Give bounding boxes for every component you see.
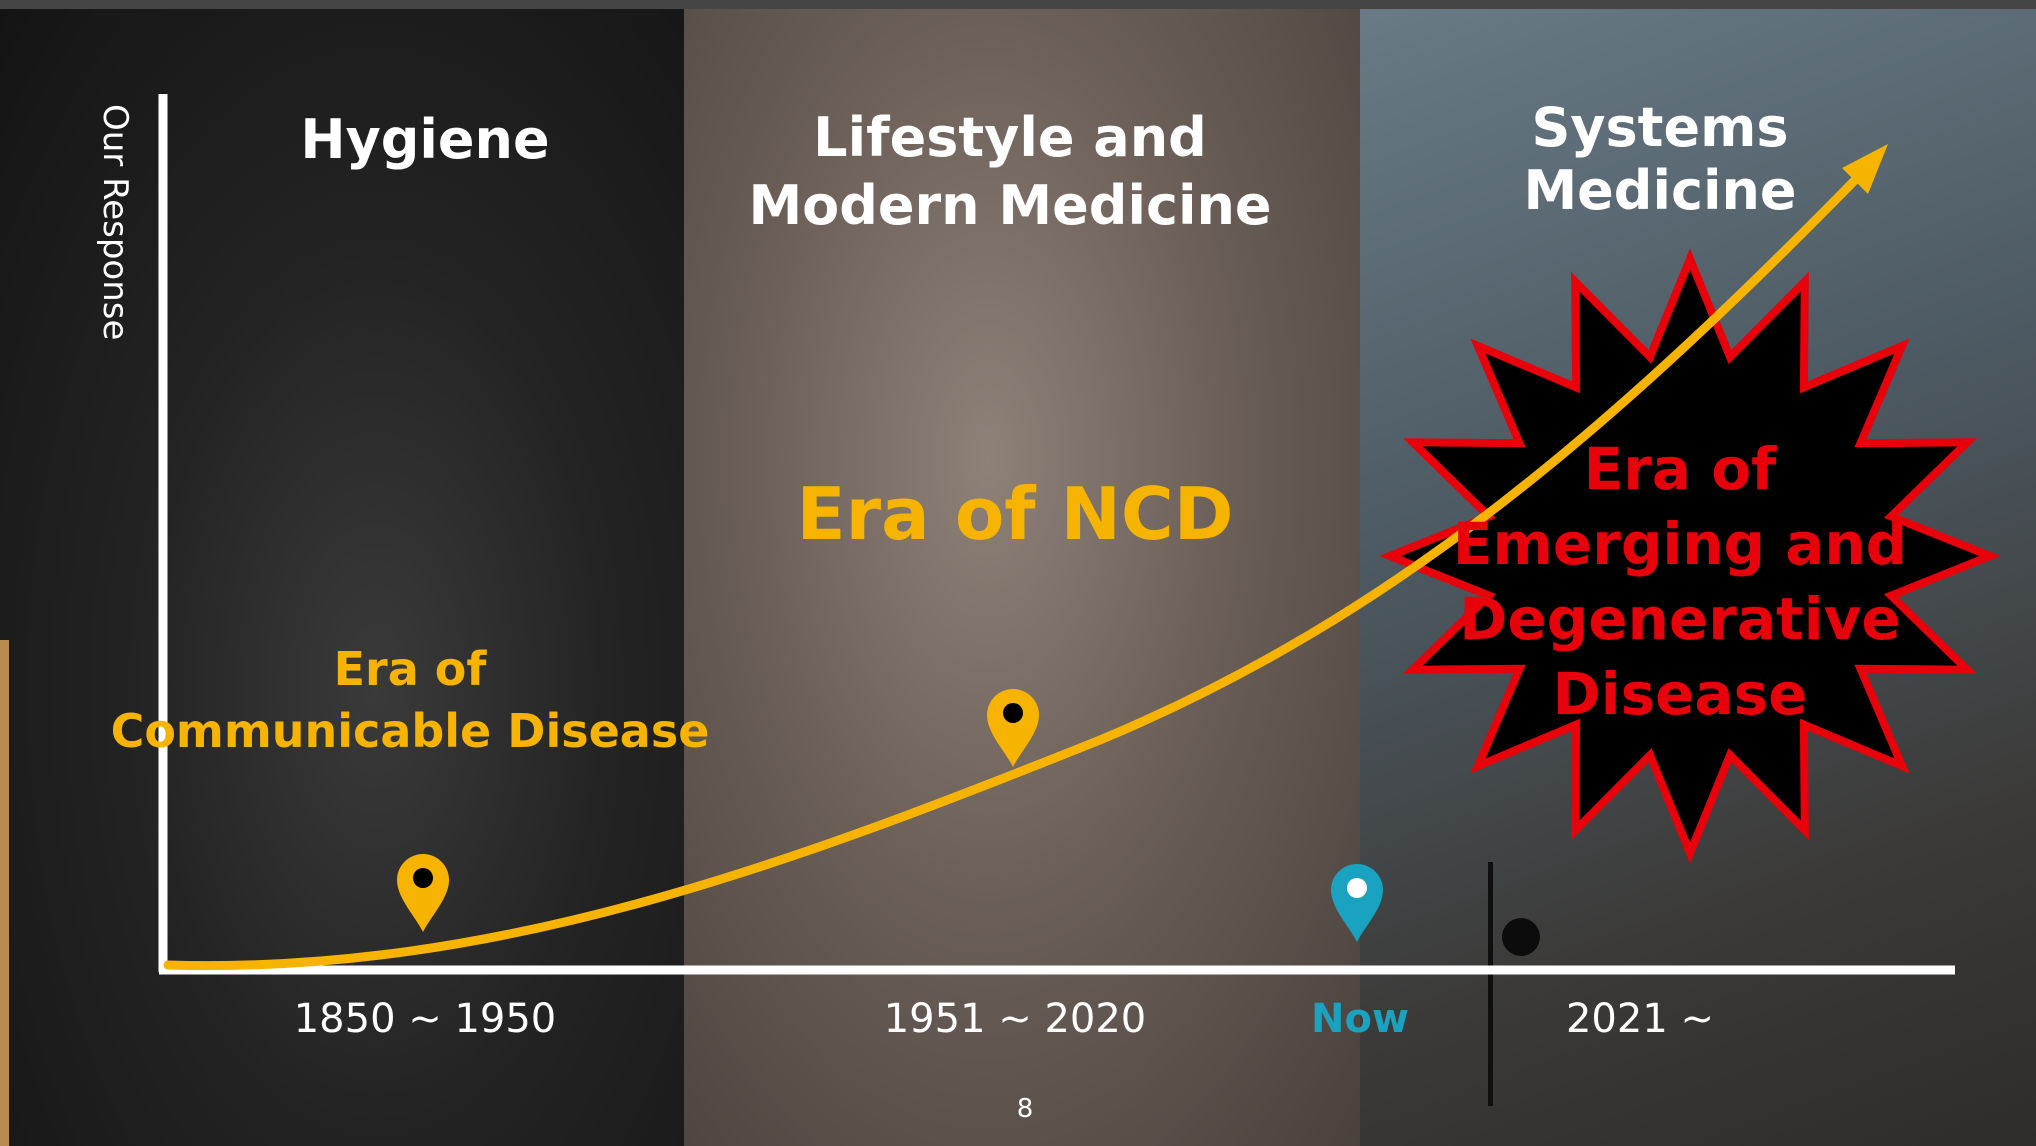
map-pin-icon: [987, 689, 1039, 767]
era-title-modern-medicine: Lifestyle and Modern Medicine: [748, 106, 1272, 237]
response-curve: [163, 170, 1865, 971]
modern-medicine-background-panel: [684, 0, 1360, 1146]
period-label-1951-2020: 1951 ~ 2020: [883, 996, 1147, 1042]
background-pole: [1488, 862, 1493, 1106]
era-title-systems-medicine: Systems Medicine: [1523, 96, 1797, 222]
era-label-communicable-disease: Era of Communicable Disease: [110, 642, 710, 758]
period-label-1850-1950: 1850 ~ 1950: [293, 996, 557, 1042]
era-label-ncd: Era of NCD: [796, 472, 1234, 556]
y-axis-label: Our Response: [95, 104, 135, 341]
left-accent-strip: [0, 640, 9, 1146]
now-map-pin-icon: [1331, 864, 1383, 942]
page-number: 8: [1016, 1094, 1034, 1124]
now-label: Now: [1311, 996, 1409, 1042]
map-pin-icon: [397, 854, 449, 932]
background-dot: [1502, 918, 1540, 956]
emerging-disease-starburst: [1379, 248, 2001, 864]
era-title-hygiene: Hygiene: [300, 108, 550, 171]
era-label-emerging-disease: Era of Emerging and Degenerative Disease: [1452, 435, 1908, 728]
top-bar: [0, 0, 2036, 9]
period-label-2021: 2021 ~: [1565, 996, 1715, 1042]
response-curve-arrowhead: [1842, 144, 1888, 194]
